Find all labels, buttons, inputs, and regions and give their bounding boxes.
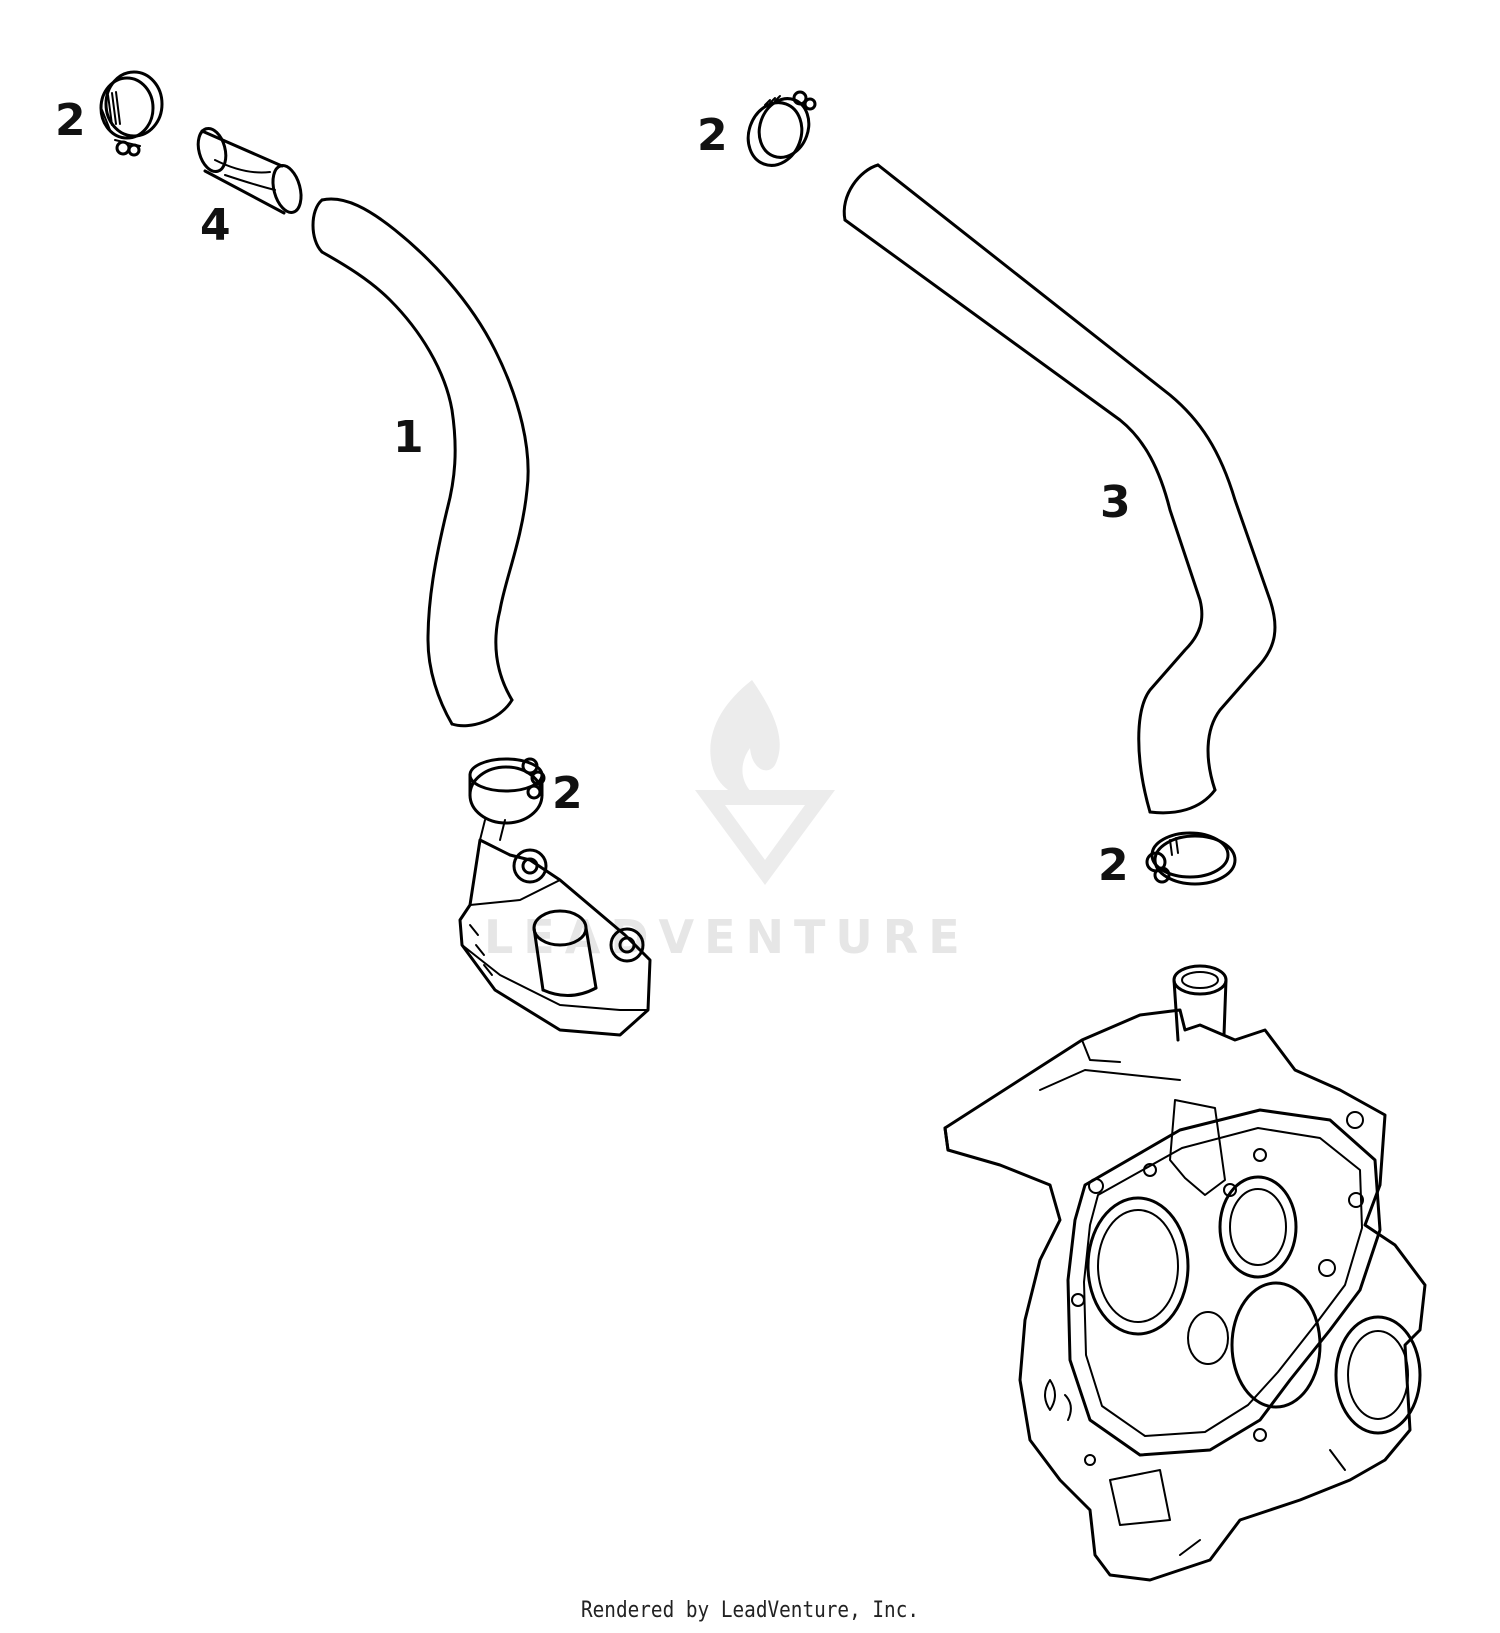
callout-2-top-left: 2 <box>55 95 86 146</box>
hose-clamp-mid-left <box>468 757 546 825</box>
footer-credit: Rendered by LeadVenture, Inc. <box>580 1598 920 1623</box>
hose-clamp-top-right <box>746 90 817 167</box>
engine-crankcase <box>943 964 1427 1582</box>
thermostat-housing <box>458 819 652 1037</box>
coolant-hose-3 <box>842 163 1277 815</box>
callout-2-mid-right: 2 <box>1098 840 1129 891</box>
connector-sleeve <box>196 126 303 215</box>
coolant-hose-1 <box>311 197 530 728</box>
callout-2-mid-left: 2 <box>552 768 583 819</box>
callout-3: 3 <box>1100 477 1131 528</box>
hose-clamp-mid-right <box>1145 831 1237 886</box>
watermark-text: LEADVENTURE <box>484 910 970 964</box>
watermark: LEADVENTURE <box>484 680 970 964</box>
hose-clamp-top-left <box>99 70 164 157</box>
callout-4: 4 <box>200 200 231 251</box>
callout-1: 1 <box>393 412 424 463</box>
flame-logo-icon <box>695 680 835 885</box>
callout-2-top-right: 2 <box>697 110 728 161</box>
